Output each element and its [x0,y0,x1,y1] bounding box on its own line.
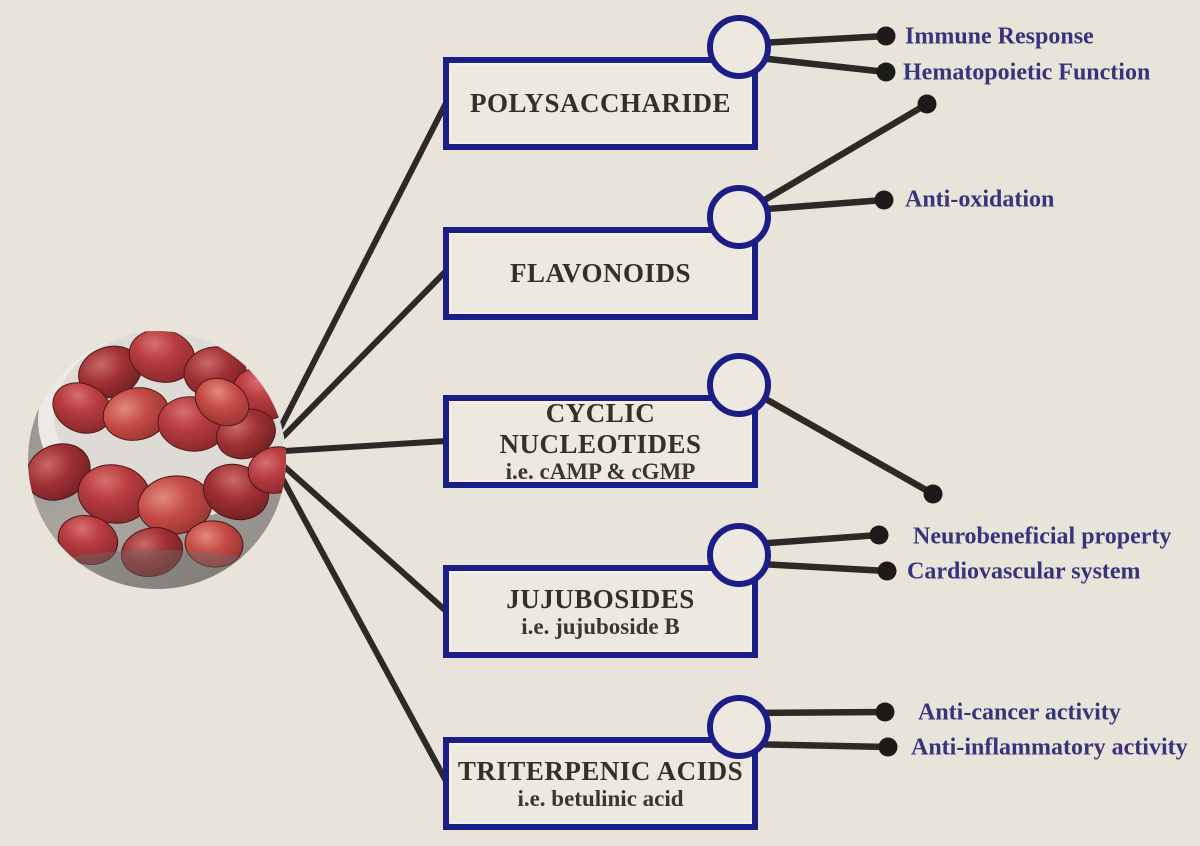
endpoint-dot [875,702,895,722]
box-title: TRITERPENIC ACIDS [457,755,744,786]
compound-box-jujubosides: JUJUBOSIDES i.e. jujuboside B [443,523,771,658]
benefit-label-immune-response: Immune Response [905,23,1094,50]
benefit-label-neurobeneficial-property: Neurobeneficial property [913,523,1172,550]
endpoint-dot [923,484,943,504]
notch-circle [707,15,771,79]
endpoint-dot [874,190,894,210]
box-subtitle: i.e. jujuboside B [521,613,680,639]
box-title: FLAVONOIDS [509,258,691,289]
notch-circle [707,695,771,759]
benefit-label-anti-cancer-activity: Anti-cancer activity [918,699,1121,726]
hub-lines [265,100,449,784]
endpoint-dot [876,26,896,46]
benefit-label-cardiovascular-system: Cardiovascular system [907,558,1141,585]
box-subtitle: i.e. betulinic acid [517,785,684,811]
endpoint-dot [869,525,889,545]
benefit-label-anti-oxidation: Anti-oxidation [905,186,1055,213]
endpoint-dot [878,737,898,757]
notch-circle [707,523,771,587]
box-title: CYCLIC NUCLEOTIDES [499,398,702,459]
endpoint-dots [869,26,943,757]
compound-box-flavonoids: FLAVONOIDS [443,185,771,320]
compound-box-polysaccharide: POLYSACCHARIDE [443,15,771,150]
benefit-label-hematopoietic-function: Hematopoietic Function [903,59,1151,86]
notch-circle [707,353,771,417]
compound-box-triterpenic-acids: TRITERPENIC ACIDS i.e. betulinic acid [443,695,771,830]
compound-box-cyclic-nucleotides: CYCLIC NUCLEOTIDES i.e. cAMP & cGMP [443,353,771,488]
box-subtitle: i.e. cAMP & cGMP [505,458,696,484]
jujube-photo [28,331,286,589]
benefit-label-anti-inflammatory-activity: Anti-inflammatory activity [911,734,1188,761]
endpoint-dot [877,561,897,581]
box-title: POLYSACCHARIDE [469,88,732,119]
endpoint-dot [876,62,896,82]
notch-circle [707,185,771,249]
endpoint-dot [917,94,937,114]
box-title: JUJUBOSIDES [506,583,695,614]
